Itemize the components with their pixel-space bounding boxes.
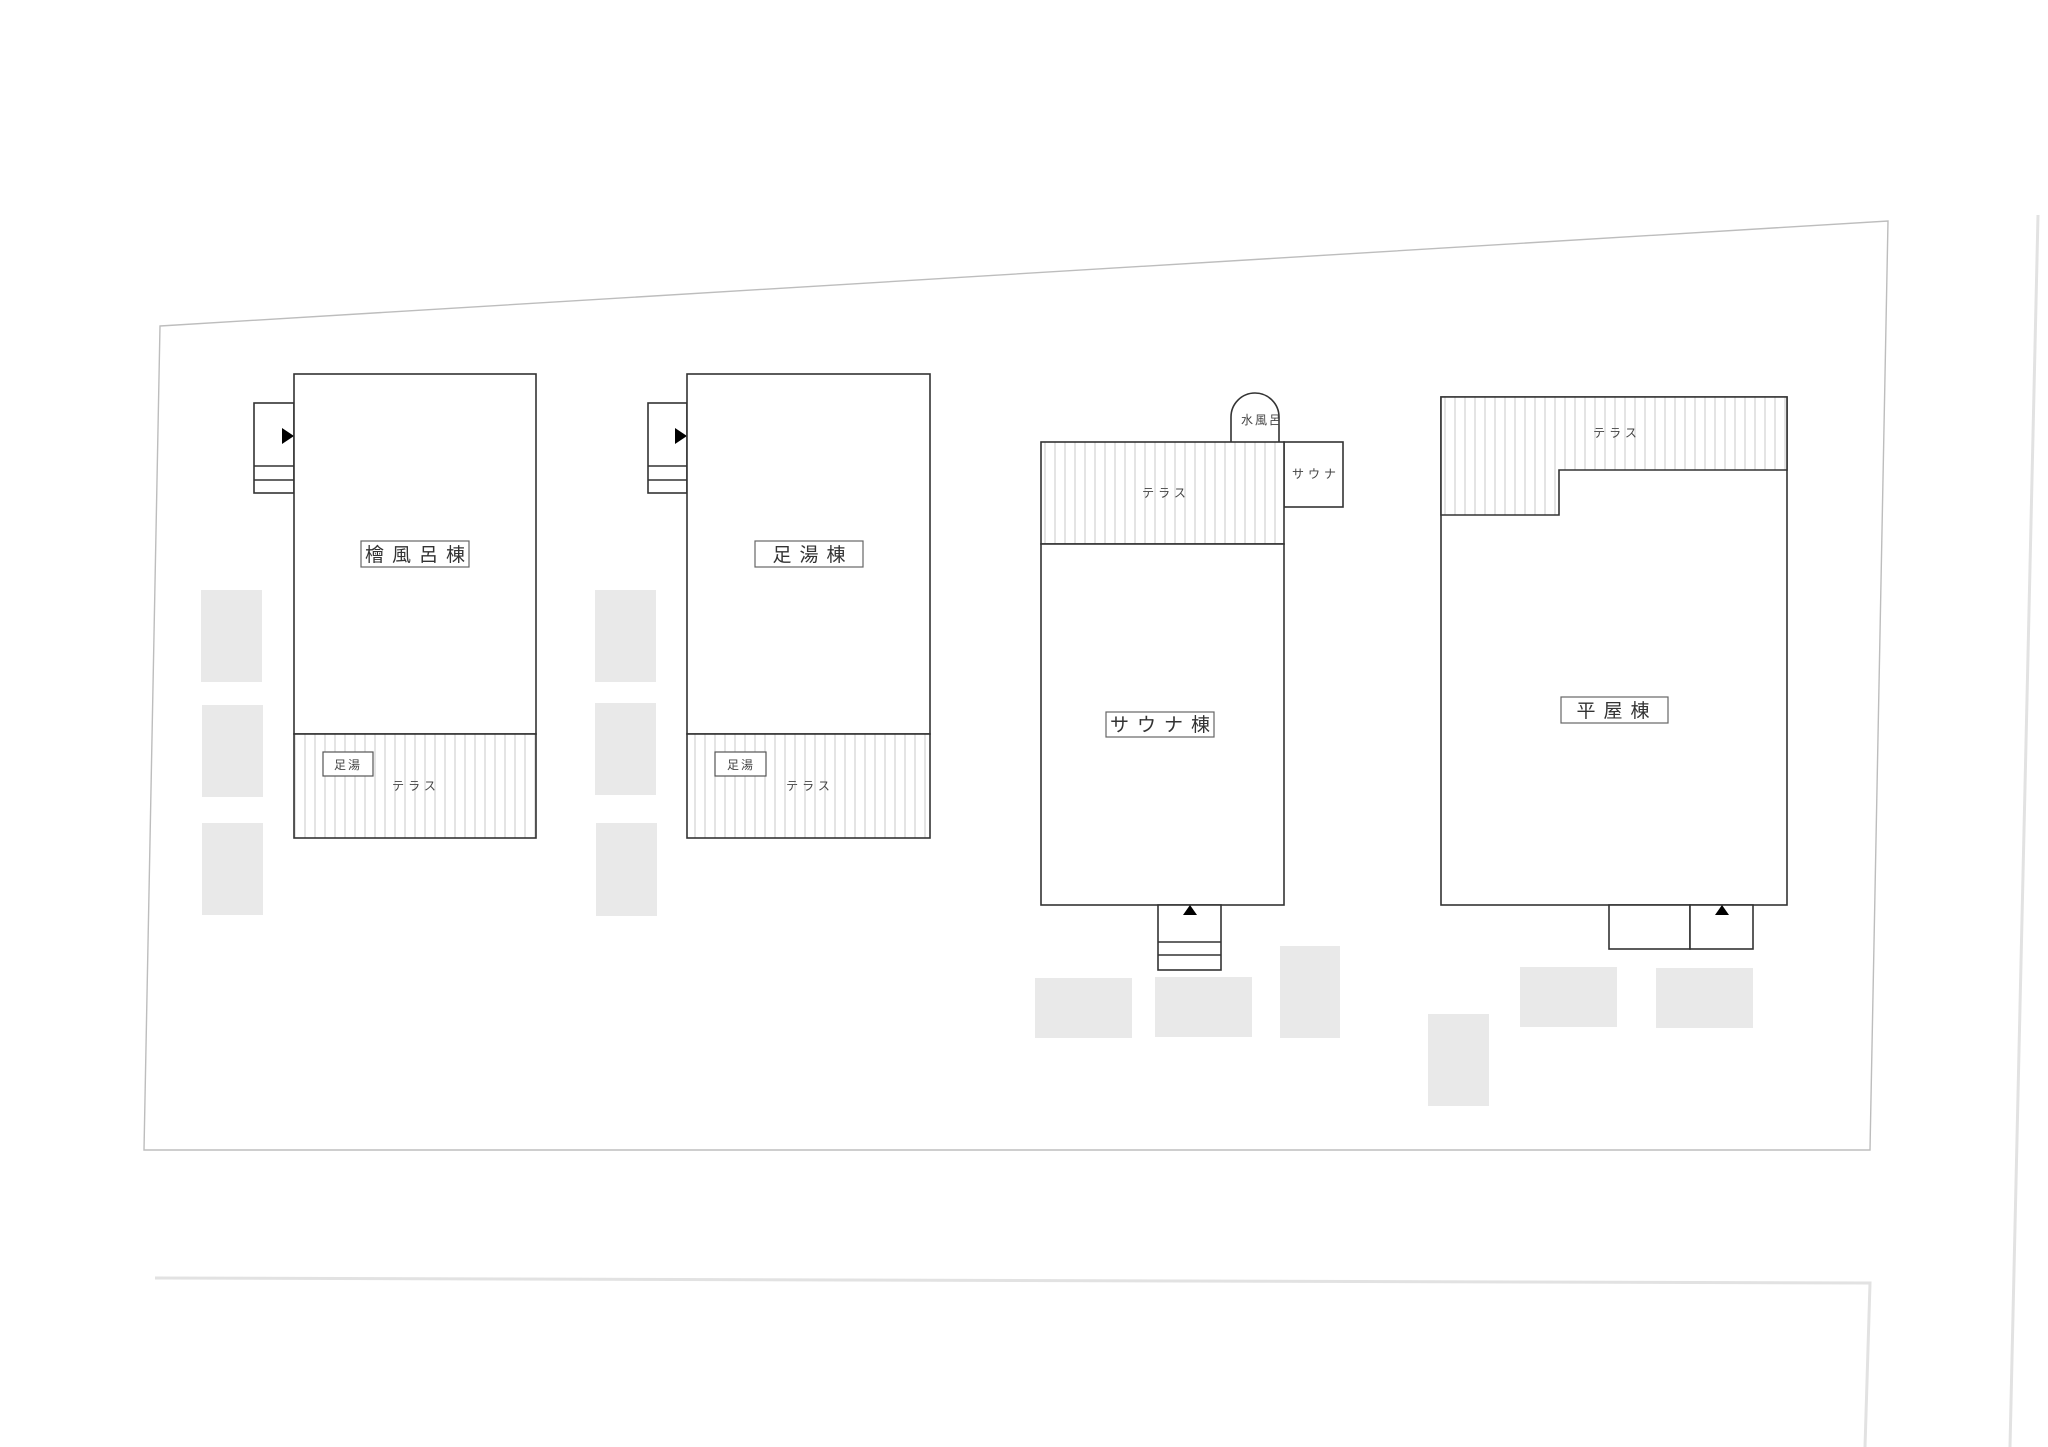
parking-space bbox=[201, 590, 262, 682]
entrance-steps-hinoki bbox=[253, 402, 295, 494]
terrace-sauna bbox=[1040, 441, 1285, 545]
building-sauna[interactable]: 水風呂 サウナ テラス サウナ棟 bbox=[1040, 392, 1344, 971]
parking-space bbox=[1280, 946, 1340, 1038]
parking-space bbox=[1428, 1014, 1489, 1106]
terrace-label: テラス bbox=[1593, 426, 1641, 440]
building-hiraya[interactable]: テラス 平屋棟 bbox=[1440, 396, 1788, 950]
parking-space bbox=[1155, 977, 1252, 1037]
building-name: 足湯棟 bbox=[772, 544, 853, 566]
sauna-label: サウナ bbox=[1292, 467, 1340, 481]
site-boundary bbox=[143, 220, 1889, 1151]
road-edge-bottom bbox=[154, 1276, 1872, 1447]
parking-space bbox=[1656, 968, 1753, 1028]
building-name: 檜風呂棟 bbox=[365, 543, 473, 566]
building-label-ashiyu: 足湯棟 bbox=[754, 540, 864, 568]
entrance-porch-hiraya bbox=[1608, 904, 1754, 950]
footbath-label: 足湯 bbox=[727, 758, 755, 772]
building-name: 平屋棟 bbox=[1576, 700, 1657, 722]
building-label-sauna: サウナ棟 bbox=[1105, 711, 1218, 738]
terrace-label: テラス bbox=[786, 779, 834, 793]
parking-space bbox=[595, 703, 656, 795]
entrance-arrow-icon bbox=[1183, 905, 1197, 915]
building-name: サウナ棟 bbox=[1110, 714, 1218, 736]
terrace-hiraya bbox=[1440, 396, 1788, 516]
entrance-arrow-icon bbox=[675, 428, 687, 444]
entrance-arrow-icon bbox=[282, 428, 294, 444]
parking-area bbox=[201, 590, 1753, 1106]
terrace-hinoki bbox=[293, 733, 537, 839]
building-hinoki[interactable]: 足湯 テラス 檜風呂棟 bbox=[253, 373, 537, 839]
building-label-hinoki: 檜風呂棟 bbox=[360, 540, 473, 568]
footbath-ashiyu: 足湯 bbox=[714, 751, 767, 777]
footbath-hinoki: 足湯 bbox=[322, 751, 374, 777]
entrance-steps-ashiyu bbox=[647, 402, 688, 494]
terrace-ashiyu bbox=[686, 733, 931, 839]
cold-bath-label: 水風呂 bbox=[1241, 413, 1283, 427]
building-ashiyu[interactable]: 足湯 テラス 足湯棟 bbox=[647, 373, 931, 839]
footbath-label: 足湯 bbox=[334, 758, 362, 772]
terrace-label: テラス bbox=[1142, 486, 1190, 500]
sauna-room: サウナ bbox=[1283, 441, 1344, 508]
parking-space bbox=[595, 590, 656, 682]
terrace-label: テラス bbox=[392, 779, 440, 793]
road-edge-right bbox=[2008, 214, 2040, 1447]
entrance-arrow-icon bbox=[1715, 905, 1729, 915]
parking-space bbox=[1035, 978, 1132, 1038]
building-label-hiraya: 平屋棟 bbox=[1560, 696, 1669, 724]
parking-space bbox=[202, 823, 263, 915]
parking-space bbox=[202, 705, 263, 797]
parking-space bbox=[1520, 967, 1617, 1027]
cold-bath: 水風呂 bbox=[1230, 392, 1283, 442]
entrance-steps-sauna bbox=[1157, 904, 1222, 971]
parking-space bbox=[596, 823, 657, 916]
